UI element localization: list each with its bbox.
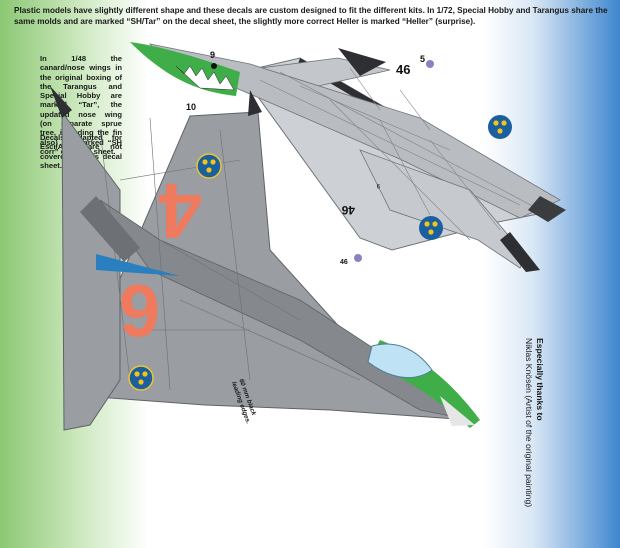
underside-code-small: 46 bbox=[340, 259, 348, 266]
underside-marker-dot-b bbox=[354, 254, 362, 262]
thanks-line-1: Especially thanks to bbox=[535, 338, 545, 421]
underside-marker-dot-a bbox=[426, 60, 434, 68]
underside-roundel-right bbox=[488, 115, 512, 139]
underside-code-under: 46 bbox=[341, 203, 355, 217]
thanks-line-2: Niklas Knösén (Artist of the original pa… bbox=[524, 338, 534, 508]
nose-code-a: 9 bbox=[210, 50, 215, 60]
top-left-wing bbox=[61, 110, 121, 431]
underside-code-small-top: 46 bbox=[396, 62, 410, 77]
nose-code-b: 10 bbox=[186, 102, 196, 112]
aircraft-top-view: 4 6 bbox=[50, 86, 480, 431]
underside-wing-lower bbox=[359, 149, 526, 269]
top-nose-cone bbox=[440, 396, 475, 426]
aircraft-underside-view: 46 5 46 46 9 9 10 bbox=[130, 42, 566, 272]
top-canopy bbox=[367, 343, 433, 379]
thanks-credit: Especially thanks to Niklas Knösén (Arti… bbox=[523, 338, 545, 548]
intro-note: Plastic models have slightly different s… bbox=[14, 6, 608, 26]
top-panel-lines bbox=[99, 117, 361, 391]
underside-left-wingtip bbox=[338, 48, 386, 76]
underside-roundel-left bbox=[419, 216, 443, 240]
top-right-wingtip bbox=[248, 90, 262, 116]
top-code-big-a: 4 bbox=[159, 167, 202, 255]
top-fin-stripe bbox=[96, 254, 180, 276]
top-left-wingtip bbox=[50, 86, 72, 118]
underside-trailing-edge bbox=[500, 232, 540, 272]
underside-panel-lines bbox=[259, 67, 541, 241]
underside-code-tiny: 9 bbox=[376, 182, 380, 188]
top-roundel-upper bbox=[196, 153, 222, 179]
underside-exhaust bbox=[528, 196, 566, 222]
top-tail-fin bbox=[80, 196, 140, 262]
underside-shark-teeth bbox=[175, 65, 235, 91]
underside-shark-eye bbox=[211, 63, 217, 69]
top-code-big-b: 6 bbox=[119, 269, 160, 352]
decal-artwork: 46 5 46 46 9 9 10 4 6 bbox=[50, 42, 566, 431]
top-roundel-lower bbox=[128, 365, 154, 391]
underside-code-alt: 5 bbox=[420, 54, 425, 64]
